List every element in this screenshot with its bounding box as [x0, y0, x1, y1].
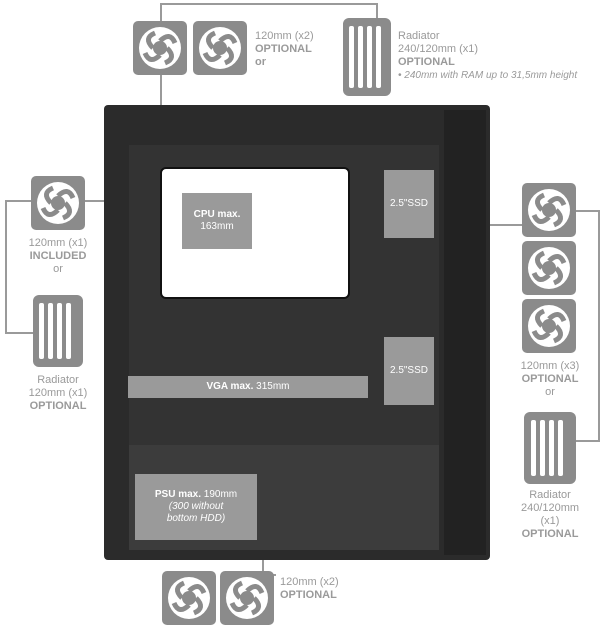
ssd-top-box: 2.5"SSD [384, 170, 434, 238]
bottom-fan-icon-2 [220, 571, 274, 625]
front-panel [444, 110, 486, 555]
connector-front-v [598, 210, 600, 442]
front-fan-icon-1 [522, 183, 576, 237]
top-fan-icon-2 [193, 21, 247, 75]
connector-front-h1 [576, 210, 600, 212]
connector-rear-h1 [5, 200, 33, 202]
top-radiator-icon [343, 18, 391, 96]
connector-rear-v [5, 200, 7, 334]
connector-top-fans [160, 3, 162, 25]
vga-max-box: VGA max. 315mm [128, 376, 368, 398]
rear-radiator-icon [33, 295, 83, 367]
front-fan-icon-3 [522, 299, 576, 353]
connector-top-h [160, 3, 378, 5]
bottom-fan-icon-1 [162, 571, 216, 625]
connector-front-h2 [576, 440, 600, 442]
rear-fan-icon [31, 176, 85, 230]
connector-top-rad [376, 3, 378, 25]
connector-top-down [160, 75, 162, 120]
top-fan-icon-1 [133, 21, 187, 75]
bottom-fans-label: 120mm (x2)OPTIONAL [280, 576, 339, 601]
front-fan-icon-2 [522, 241, 576, 295]
front-radiator-icon [524, 412, 576, 484]
cpu-max-box: CPU max.163mm [182, 193, 252, 249]
connector-rear-h2 [5, 332, 33, 334]
ssd-mid-box: 2.5"SSD [384, 337, 434, 405]
